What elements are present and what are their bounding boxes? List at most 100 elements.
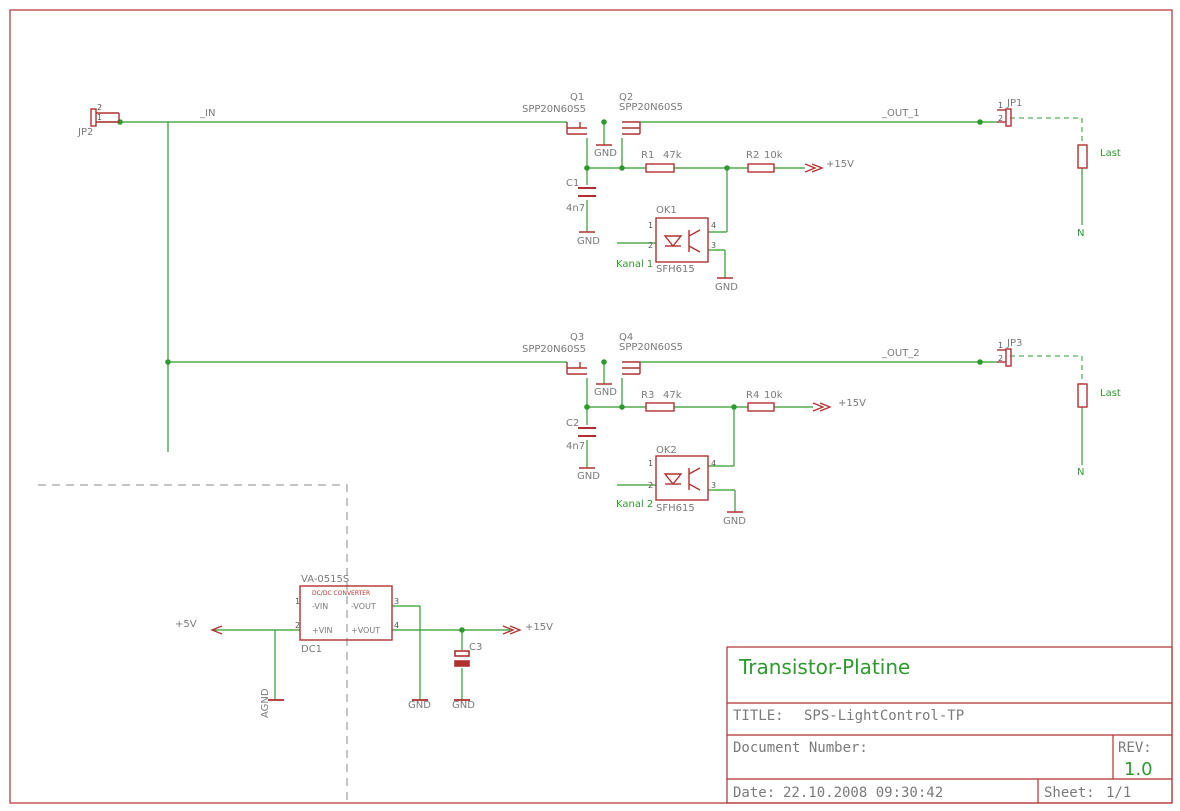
- c2-name: C2: [566, 418, 579, 429]
- q1-value: SPP20N60S5: [522, 104, 586, 115]
- gnd-label-ok1: GND: [715, 282, 738, 293]
- svg-text:3: 3: [711, 481, 716, 490]
- r2-name: R2: [746, 150, 759, 161]
- jp3-connector: [997, 348, 1012, 367]
- q2-mosfet: [622, 121, 641, 135]
- svg-text:1: 1: [648, 459, 653, 468]
- r3-name: R3: [641, 390, 654, 401]
- q2-name: Q2: [619, 92, 633, 103]
- svg-text:2: 2: [998, 114, 1003, 123]
- q4-value: SPP20N60S5: [619, 342, 683, 353]
- dc1-name: DC1: [301, 644, 322, 655]
- titleblock-sheet-label: Sheet:: [1044, 785, 1095, 801]
- svg-text:1: 1: [998, 101, 1003, 110]
- titleblock-rev-value: 1.0: [1124, 759, 1153, 780]
- r3-value: 47k: [663, 390, 682, 401]
- c2-capacitor: [578, 427, 596, 437]
- titleblock-title-label: TITLE:: [733, 708, 784, 724]
- svg-text:1: 1: [97, 113, 102, 122]
- svg-text:2: 2: [998, 354, 1003, 363]
- load-dashed-wires: [1010, 117, 1083, 384]
- ok2-optocoupler: [655, 455, 709, 501]
- jp2-connector: [90, 108, 120, 127]
- c1-name: C1: [566, 178, 579, 189]
- r1-resistor: [645, 163, 675, 173]
- r2-resistor: [747, 163, 775, 173]
- svg-text:1: 1: [295, 597, 300, 606]
- titleblock-sheet-value: 1/1: [1106, 785, 1131, 801]
- load2-resistor: [1077, 383, 1088, 408]
- svg-text:4: 4: [394, 621, 399, 630]
- net-label-kanal2: Kanal 2: [616, 499, 653, 510]
- dc1-converter: [299, 585, 393, 641]
- supply-5v-arrow: [210, 625, 223, 635]
- ok2-name: OK2: [656, 445, 677, 456]
- jp1-connector: [997, 108, 1012, 127]
- titleblock-docnum-label: Document Number:: [733, 740, 868, 756]
- r4-resistor: [747, 402, 775, 412]
- svg-text:3: 3: [711, 241, 716, 250]
- q3-name: Q3: [570, 332, 584, 343]
- load1-resistor: [1077, 144, 1088, 169]
- svg-text:1: 1: [648, 221, 653, 230]
- r3-resistor: [645, 402, 675, 412]
- gnd-label-ok2: GND: [723, 516, 746, 527]
- supply-15v-ch2-label: +15V: [838, 398, 866, 409]
- svg-text:4: 4: [711, 221, 716, 230]
- net-wires: [99, 121, 1083, 700]
- supply-15v-ch2-arrow: [812, 402, 832, 412]
- junctions: [117, 119, 983, 633]
- svg-text:4: 4: [711, 459, 716, 468]
- supply-15v-dc-label: +15V: [525, 622, 553, 633]
- jp1-label: JP1: [1006, 98, 1022, 109]
- c3-name: C3: [469, 642, 482, 653]
- c3-capacitor: [454, 650, 470, 667]
- dc1-title: DC/DC CONVERTER: [312, 590, 370, 597]
- supply-15v-dc-arrow: [502, 625, 522, 635]
- dc1-value: VA-0515S: [301, 574, 349, 585]
- titleblock-heading: Transistor-Platine: [738, 655, 910, 679]
- agnd-label: AGND: [260, 688, 271, 718]
- dc1-pin-pvin: +VIN: [312, 626, 333, 635]
- ok1-optocoupler: [655, 217, 709, 263]
- svg-text:3: 3: [394, 597, 399, 606]
- q3-value: SPP20N60S5: [522, 344, 586, 355]
- load1-n-label: N: [1077, 228, 1084, 239]
- jp2-label: JP2: [77, 127, 93, 138]
- q4-name: Q4: [619, 332, 633, 343]
- titleblock-title-value: SPS-LightControl-TP: [804, 708, 964, 724]
- dc1-pin-nvout: -VOUT: [351, 602, 376, 611]
- c1-value: 4n7: [566, 203, 585, 214]
- gnd-label-c1: GND: [577, 236, 600, 247]
- c2-value: 4n7: [566, 441, 585, 452]
- sheet-frame: [9, 9, 1173, 804]
- svg-text:2: 2: [97, 103, 102, 112]
- load1-label: Last: [1100, 148, 1121, 159]
- ok1-name: OK1: [656, 205, 677, 216]
- q3-mosfet: [566, 362, 587, 375]
- supply-15v-ch1-arrow: [804, 163, 824, 173]
- net-label-out2: _OUT_2: [881, 348, 920, 359]
- net-label-kanal1: Kanal 1: [616, 259, 653, 270]
- title-block: [726, 646, 1173, 804]
- gnd-symbols-ch2: [579, 383, 743, 513]
- c1-capacitor: [578, 187, 596, 197]
- r4-name: R4: [746, 390, 759, 401]
- dc1-pin-nvin: -VIN: [312, 602, 328, 611]
- net-label-out1: _OUT_1: [881, 108, 920, 119]
- svg-text:1: 1: [998, 341, 1003, 350]
- r1-value: 47k: [663, 150, 682, 161]
- gnd-label-dc: GND: [408, 700, 431, 711]
- gnd-symbols-ch1: [579, 144, 733, 279]
- titleblock-date-value: 22.10.2008 09:30:42: [783, 785, 943, 801]
- load2-label: Last: [1100, 388, 1121, 399]
- gnd-label-q: GND: [594, 148, 617, 159]
- r2-value: 10k: [764, 150, 783, 161]
- q1-mosfet: [566, 122, 587, 135]
- jp3-label: JP3: [1006, 338, 1022, 349]
- load2-n-label: N: [1077, 467, 1084, 478]
- titleblock-rev-label: REV:: [1118, 740, 1152, 756]
- svg-text:2: 2: [648, 241, 653, 250]
- net-label-in: _IN: [199, 108, 215, 119]
